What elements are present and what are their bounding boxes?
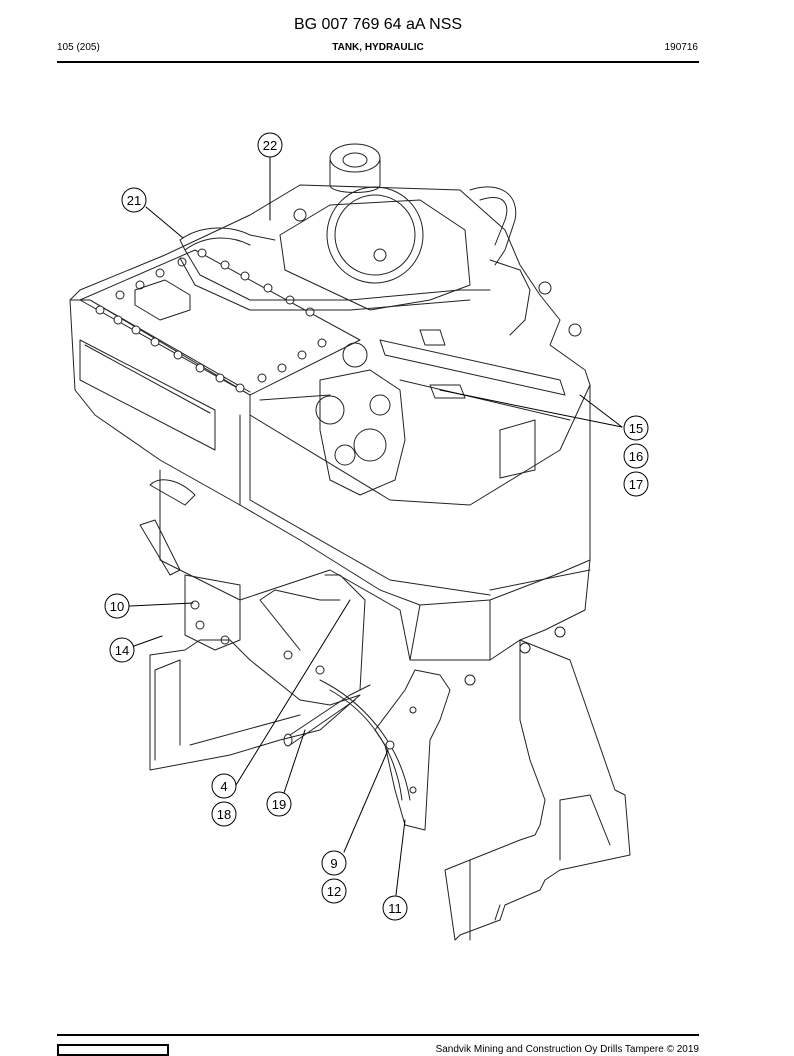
inspection-plate (489, 419, 591, 591)
callout-15: 15 (623, 415, 649, 441)
svg-text:12: 12 (327, 884, 341, 899)
section-title: TANK, HYDRAULIC (332, 42, 424, 53)
callout-11: 11 (382, 895, 408, 921)
frame-left-leg (149, 639, 361, 771)
svg-text:21: 21 (127, 193, 141, 208)
callout-4: 4 (211, 773, 237, 799)
callout-18: 18 (211, 801, 237, 827)
header-rule (57, 61, 699, 63)
revision-date: 190716 (664, 42, 698, 53)
callout-21: 21 (121, 187, 147, 213)
svg-text:9: 9 (330, 856, 337, 871)
svg-text:19: 19 (272, 797, 286, 812)
callout-9: 9 (321, 850, 347, 876)
page-number: 105 (205) (57, 42, 100, 53)
mounting-rail (379, 329, 571, 421)
company-logo (57, 1044, 169, 1056)
svg-text:15: 15 (629, 421, 643, 436)
tank-body (69, 184, 591, 661)
callout-10: 10 (104, 593, 130, 619)
frame-right-leg (444, 639, 631, 941)
svg-text:16: 16 (629, 449, 643, 464)
svg-text:14: 14 (115, 643, 129, 658)
valve-block (259, 342, 406, 496)
callout-12: 12 (321, 878, 347, 904)
callout-16: 16 (623, 443, 649, 469)
svg-text:4: 4 (220, 779, 227, 794)
callout-22: 22 (257, 132, 283, 158)
tank-lid (79, 248, 361, 396)
svg-text:22: 22 (263, 138, 277, 153)
callout-14: 14 (109, 637, 135, 663)
lower-bolts (283, 281, 582, 750)
callout-17: 17 (623, 471, 649, 497)
pipework (179, 186, 531, 747)
document-title: BG 007 769 64 aA NSS (293, 16, 463, 33)
svg-text:10: 10 (110, 599, 124, 614)
footer-rule (57, 1034, 699, 1036)
footer-copyright: Sandvik Mining and Construction Oy Drill… (435, 1044, 699, 1055)
svg-text:17: 17 (629, 477, 643, 492)
support-hoop (319, 679, 411, 801)
svg-text:18: 18 (217, 807, 231, 822)
mounting-plate (374, 669, 451, 831)
filler-housing (279, 143, 471, 311)
leader-lines (129, 156, 623, 896)
callout-19: 19 (266, 791, 292, 817)
svg-text:11: 11 (388, 901, 402, 916)
left-bracket (139, 479, 241, 651)
